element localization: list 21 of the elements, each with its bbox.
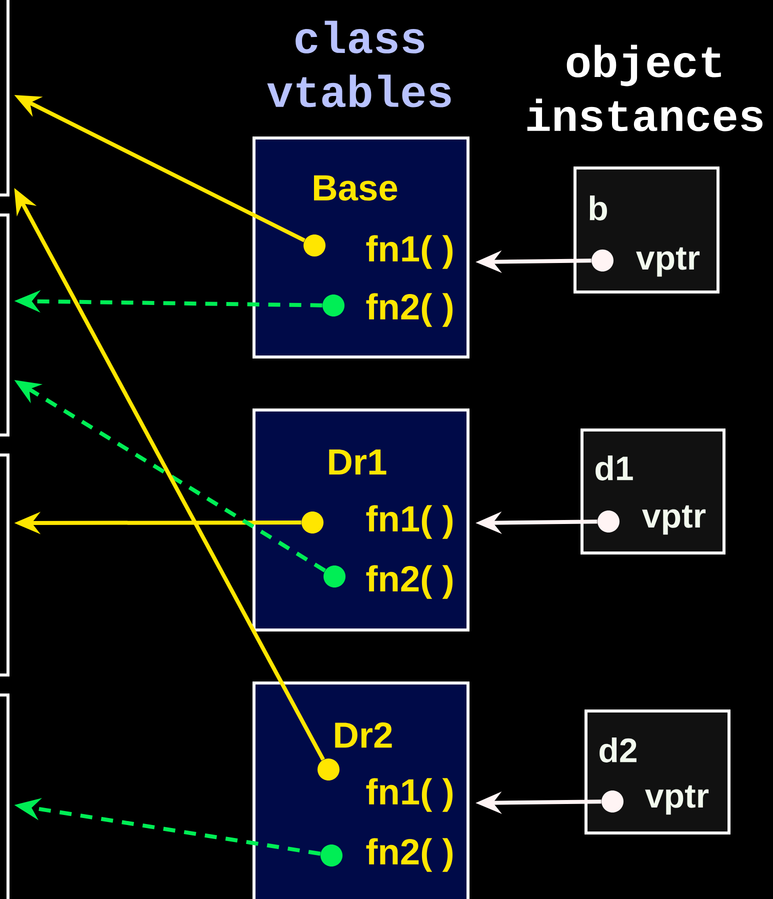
code-box	[0, 694, 10, 899]
code-box	[0, 0, 10, 196]
dot	[320, 844, 342, 866]
dot	[302, 512, 324, 534]
vtable-box: Base fn1( ) fn2( )	[252, 136, 470, 358]
code-box	[0, 454, 10, 676]
heading: class vtables	[267, 20, 451, 108]
dot	[318, 758, 340, 780]
dot	[304, 234, 326, 256]
dot	[324, 566, 346, 588]
object-box: d2 vptr	[584, 710, 730, 834]
vtable-box: Dr2 fn1( ) fn2( )	[252, 682, 470, 899]
code-box	[0, 214, 10, 436]
vtable-box: Dr1 fn1( ) fn2( )	[252, 408, 470, 632]
object-box: b vptr	[574, 166, 720, 294]
heading: object instances	[527, 44, 762, 132]
dot	[602, 790, 624, 812]
dot	[322, 294, 344, 316]
dot	[598, 510, 620, 532]
object-box: d1 vptr	[580, 428, 726, 554]
dot	[592, 250, 614, 272]
